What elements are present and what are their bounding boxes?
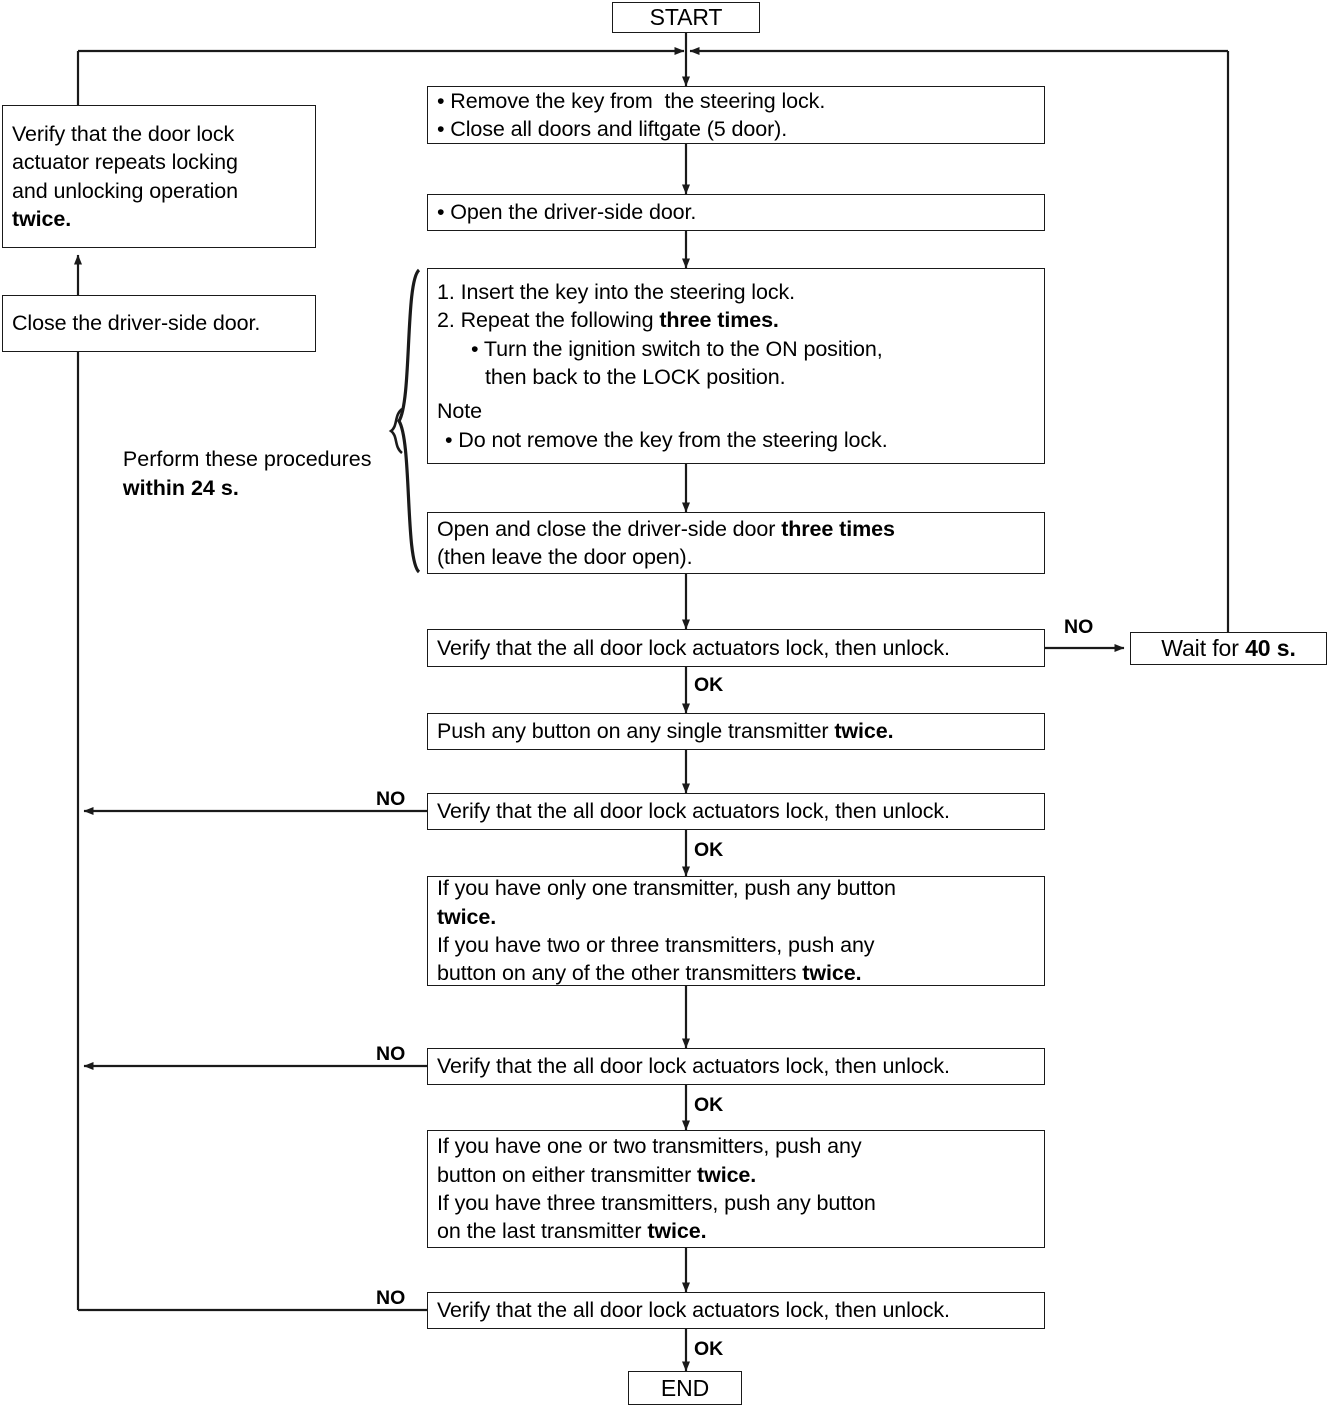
verify-actuator-line-2: actuator repeats locking bbox=[12, 150, 238, 175]
node-close-door: Close the driver-side door. bbox=[2, 295, 316, 352]
prep-line-1: • Remove the key from the steering lock. bbox=[437, 88, 826, 113]
verify-actuator-line-4: twice. bbox=[12, 206, 72, 231]
node-wait-40s: Wait for 40 s. bbox=[1130, 632, 1327, 665]
ignition-line-1: 1. Insert the key into the steering lock… bbox=[437, 279, 796, 304]
transmitters-b-line-3: If you have three transmitters, push any… bbox=[437, 1191, 876, 1215]
verify-2-text: Verify that the all door lock actuators … bbox=[437, 799, 950, 824]
node-prep: • Remove the key from the steering lock.… bbox=[427, 86, 1045, 144]
node-verify-3: Verify that the all door lock actuators … bbox=[427, 1048, 1045, 1085]
node-open-door: • Open the driver-side door. bbox=[427, 194, 1045, 231]
node-verify-4: Verify that the all door lock actuators … bbox=[427, 1292, 1045, 1329]
door-cycle-line-1: Open and close the driver-side door thre… bbox=[437, 516, 895, 541]
edge-label-ok-1: OK bbox=[694, 674, 724, 696]
node-push-single: Push any button on any single transmitte… bbox=[427, 713, 1045, 750]
edge-label-no-2: NO bbox=[376, 788, 406, 810]
close-door-text: Close the driver-side door. bbox=[12, 311, 261, 336]
node-transmitters-a: If you have only one transmitter, push a… bbox=[427, 876, 1045, 986]
edge-label-ok-2: OK bbox=[694, 839, 724, 861]
node-ignition-cycle: 1. Insert the key into the steering lock… bbox=[427, 268, 1045, 464]
transmitters-a-line-4: button on any of the other transmitters … bbox=[437, 961, 862, 986]
edge-label-no-1: NO bbox=[1064, 616, 1094, 638]
verify-3-text: Verify that the all door lock actuators … bbox=[437, 1054, 950, 1079]
wait-40s-text: Wait for 40 s. bbox=[1161, 635, 1296, 662]
timing-annotation: Perform these procedures within 24 s. bbox=[99, 416, 399, 532]
verify-1-text: Verify that the all door lock actuators … bbox=[437, 635, 950, 660]
ignition-line-3: • Turn the ignition switch to the ON pos… bbox=[471, 336, 883, 361]
end-label: END bbox=[660, 1374, 710, 1401]
verify-actuator-line-3: and unlocking operation bbox=[12, 178, 239, 203]
transmitters-a-line-3: If you have two or three transmitters, p… bbox=[437, 933, 875, 957]
ignition-note-line: • Do not remove the key from the steerin… bbox=[445, 427, 888, 452]
transmitters-b-line-4: on the last transmitter twice. bbox=[437, 1219, 707, 1244]
ignition-line-4: then back to the LOCK position. bbox=[485, 365, 786, 389]
node-verify-2: Verify that the all door lock actuators … bbox=[427, 793, 1045, 830]
transmitters-b-line-2: button on either transmitter twice. bbox=[437, 1162, 757, 1187]
transmitters-b-line-1: If you have one or two transmitters, pus… bbox=[437, 1134, 862, 1159]
edge-label-no-4: NO bbox=[376, 1287, 406, 1309]
transmitters-a-line-1: If you have only one transmitter, push a… bbox=[437, 876, 896, 901]
push-single-text: Push any button on any single transmitte… bbox=[437, 719, 894, 744]
timing-annotation-line-2: within 24 s. bbox=[122, 476, 239, 501]
open-door-line-1: • Open the driver-side door. bbox=[437, 200, 697, 225]
start-label: START bbox=[649, 4, 723, 31]
node-transmitters-b: If you have one or two transmitters, pus… bbox=[427, 1130, 1045, 1248]
verify-actuator-line-1: Verify that the door lock bbox=[12, 121, 235, 146]
edge-label-ok-3: OK bbox=[694, 1094, 724, 1116]
ignition-line-2: 2. Repeat the following three times. bbox=[437, 308, 779, 333]
node-verify-actuator: Verify that the door lock actuator repea… bbox=[2, 105, 316, 248]
verify-4-text: Verify that the all door lock actuators … bbox=[437, 1298, 950, 1323]
timing-annotation-line-1: Perform these procedures bbox=[122, 447, 372, 472]
ignition-note-heading: Note bbox=[437, 399, 483, 424]
prep-line-2: • Close all doors and liftgate (5 door). bbox=[437, 117, 788, 141]
edge-label-no-3: NO bbox=[376, 1043, 406, 1065]
door-cycle-line-2: (then leave the door open). bbox=[437, 545, 693, 569]
start-terminal: START bbox=[612, 2, 760, 33]
edge-label-ok-4: OK bbox=[694, 1338, 724, 1360]
node-door-cycle: Open and close the driver-side door thre… bbox=[427, 512, 1045, 574]
end-terminal: END bbox=[628, 1371, 742, 1405]
transmitters-a-line-2: twice. bbox=[437, 904, 497, 929]
node-verify-1: Verify that the all door lock actuators … bbox=[427, 629, 1045, 667]
